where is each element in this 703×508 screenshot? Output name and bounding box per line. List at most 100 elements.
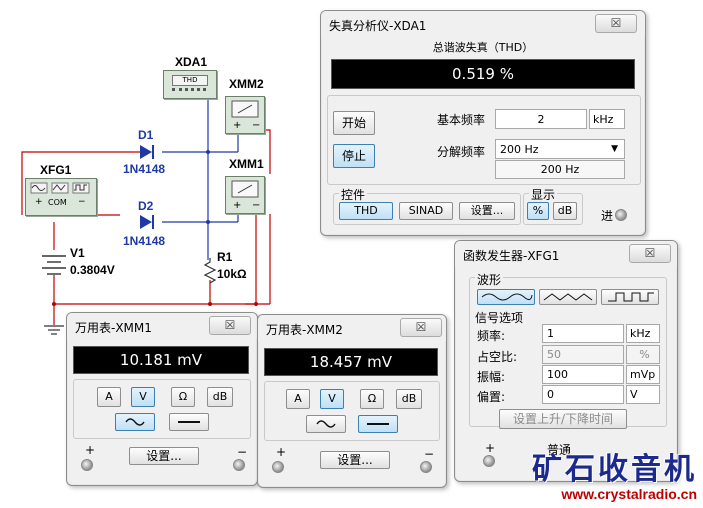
xmm2-window: 万用表-XMM2 ☒ 18.457 mV A V Ω dB + 设置... − <box>257 314 447 488</box>
xda1-controls-group <box>333 193 521 225</box>
xda1-res-freq-readout: 200 Hz <box>495 160 625 179</box>
xmm2-close-button[interactable]: ☒ <box>400 318 442 337</box>
xfg1-amp-unit[interactable]: mVp <box>626 365 660 384</box>
xda1-settings-group <box>327 95 641 185</box>
xda1-sinad-button[interactable]: SINAD <box>399 202 453 220</box>
xmm1-plus-terminal[interactable] <box>81 459 93 471</box>
xfg1-duty-label: 占空比: <box>477 350 518 364</box>
xmm1-v-button[interactable]: V <box>131 387 155 407</box>
xmm2-meter-icon: + − <box>231 100 260 131</box>
svg-text:−: − <box>252 120 260 131</box>
xfg1-plus: + <box>35 197 43 207</box>
xmm1-instrument[interactable]: + − <box>225 176 265 214</box>
r1-label: R1 <box>217 250 233 264</box>
dc-line-icon <box>178 421 200 423</box>
diode-d1-symbol <box>140 145 154 159</box>
xfg1-square-button[interactable] <box>601 289 659 305</box>
xmm2-a-button[interactable]: A <box>286 389 310 409</box>
xfg1-close-button[interactable]: ☒ <box>629 244 671 263</box>
xmm1-ohm-button[interactable]: Ω <box>171 387 195 407</box>
xmm2-title: 万用表-XMM2 <box>266 323 343 337</box>
xmm1-titlebar[interactable]: 万用表-XMM1 ☒ <box>67 313 257 339</box>
d2-part: 1N4148 <box>123 234 166 248</box>
xda1-settings-button[interactable]: 设置... <box>459 202 515 220</box>
xmm1-close-button[interactable]: ☒ <box>209 316 251 335</box>
blue-wires <box>84 98 239 260</box>
xda1-fund-freq-input[interactable]: 2 <box>495 109 587 129</box>
xda1-title: 失真分析仪-XDA1 <box>329 19 427 33</box>
diode-d2-symbol <box>140 215 154 229</box>
xda1-res-freq-label: 分解频率 <box>437 145 486 159</box>
xmm2-plus-label: + <box>276 445 287 459</box>
xmm2-v-button[interactable]: V <box>320 389 344 409</box>
xmm1-minus-label: − <box>237 445 248 459</box>
d2-label: D2 <box>138 199 154 213</box>
chevron-down-icon: ▼ <box>611 144 618 154</box>
xfg1-offset-input[interactable]: 0 <box>542 385 624 404</box>
xfg1-rise-fall-button[interactable]: 设置上升/下降时间 <box>499 409 627 429</box>
xmm1-db-button[interactable]: dB <box>207 387 233 407</box>
xda1-close-button[interactable]: ☒ <box>595 14 637 33</box>
xfg1-duty-input[interactable]: 50 <box>542 345 624 364</box>
xfg1-waveform-label: 波形 <box>475 271 504 288</box>
xmm1-reading: 10.181 mV <box>73 346 249 374</box>
xda1-start-button[interactable]: 开始 <box>333 111 375 135</box>
xfg1-com: COM <box>48 198 67 207</box>
xmm1-ac-button[interactable] <box>115 413 155 431</box>
xfg1-title: 函数发生器-XFG1 <box>463 249 560 263</box>
xfg1-sine-button[interactable] <box>477 289 535 305</box>
triangle-wave-icon <box>543 293 593 301</box>
xmm2-settings-button[interactable]: 设置... <box>320 451 390 469</box>
xfg1-triangle-button[interactable] <box>539 289 597 305</box>
xmm1-label: XMM1 <box>229 157 264 171</box>
xmm1-settings-button[interactable]: 设置... <box>129 447 199 465</box>
xmm2-label: XMM2 <box>229 77 264 91</box>
xmm2-db-button[interactable]: dB <box>396 389 422 409</box>
xda1-display-label: 显示 <box>529 186 558 203</box>
xmm1-dc-button[interactable] <box>169 413 209 431</box>
xmm1-window: 万用表-XMM1 ☒ 10.181 mV A V Ω dB + 设置... − <box>66 312 258 486</box>
xmm2-ohm-button[interactable]: Ω <box>360 389 384 409</box>
svg-text:+: + <box>233 200 241 211</box>
xda1-thd-reading: 0.519 % <box>331 59 635 89</box>
xfg1-amp-input[interactable]: 100 <box>542 365 624 384</box>
xmm2-titlebar[interactable]: 万用表-XMM2 ☒ <box>258 315 446 341</box>
xmm2-plus-terminal[interactable] <box>272 461 284 473</box>
junction-dots <box>206 150 210 224</box>
xda1-fund-freq-unit[interactable]: kHz <box>589 109 625 129</box>
xfg1-offset-unit[interactable]: V <box>626 385 660 404</box>
xmm1-minus-terminal[interactable] <box>233 459 245 471</box>
svg-text:+: + <box>233 120 241 131</box>
xda1-input-terminal[interactable] <box>615 209 627 221</box>
xmm2-dc-button[interactable] <box>358 415 398 433</box>
xda1-thd-button[interactable]: THD <box>339 202 393 220</box>
xfg1-titlebar[interactable]: 函数发生器-XFG1 ☒ <box>455 241 677 267</box>
xmm2-reading: 18.457 mV <box>264 348 438 376</box>
watermark-brand: 矿石收音机 <box>532 452 697 487</box>
xda1-percent-button[interactable]: % <box>527 202 549 220</box>
xmm2-minus-terminal[interactable] <box>420 461 432 473</box>
xfg1-amp-label: 振幅: <box>477 370 506 384</box>
xda1-window: 失真分析仪-XDA1 ☒ 总谐波失真（THD） 0.519 % 开始 停止 基本… <box>320 10 646 236</box>
xda1-stop-button[interactable]: 停止 <box>333 144 375 168</box>
xmm2-instrument[interactable]: + − <box>225 96 265 134</box>
v1-value: 0.3804V <box>70 263 115 277</box>
xda1-res-freq-select[interactable]: 200 Hz ▼ <box>495 139 625 159</box>
xda1-titlebar[interactable]: 失真分析仪-XDA1 ☒ <box>321 11 645 37</box>
xmm1-a-button[interactable]: A <box>97 387 121 407</box>
resistor-r1-symbol <box>203 258 217 284</box>
xda1-instrument[interactable]: THD <box>163 70 217 99</box>
xfg1-plus-terminal[interactable] <box>483 455 495 467</box>
xda1-db-button[interactable]: dB <box>553 202 577 220</box>
xmm1-plus-label: + <box>85 443 96 457</box>
xfg1-freq-input[interactable]: 1 <box>542 324 624 343</box>
xfg1-minus: − <box>78 197 86 207</box>
ac-wave-icon <box>316 420 336 428</box>
xfg1-freq-unit[interactable]: kHz <box>626 324 660 343</box>
xmm2-ac-button[interactable] <box>306 415 346 433</box>
xda1-label: XDA1 <box>175 55 208 69</box>
xmm2-mode-group <box>264 381 440 441</box>
xfg1-instrument[interactable]: + COM − <box>25 178 97 216</box>
svg-text:−: − <box>252 200 260 211</box>
